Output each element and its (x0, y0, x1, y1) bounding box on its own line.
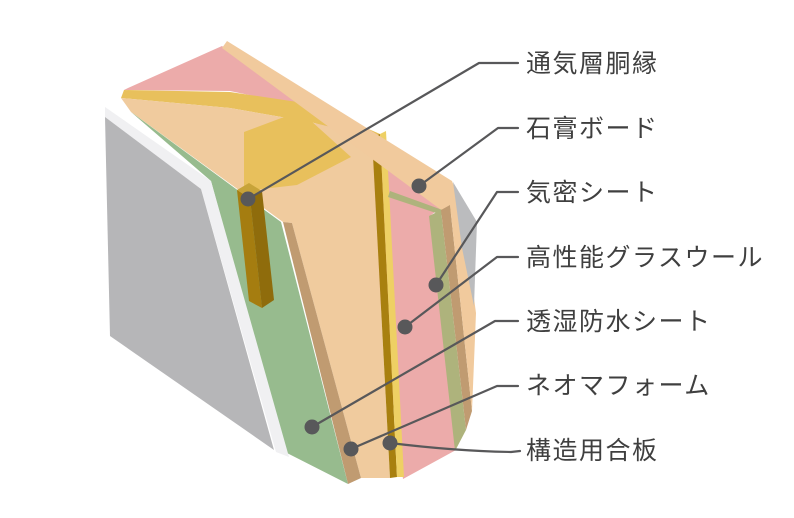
callout-dot-gypsum (411, 178, 427, 194)
callout-dot-waterproof (304, 419, 320, 435)
furring-batten-front (237, 190, 262, 308)
callout-dot-airtight (428, 277, 444, 293)
siding-panel-face (105, 117, 274, 450)
neoma-foam-face (121, 98, 390, 478)
callout-label-furring: 通気層胴縁 (526, 50, 659, 78)
callout-label-airtight: 気密シート (526, 179, 659, 207)
plywood-top-strip (121, 90, 380, 137)
callout-label-waterproof: 透湿防水シート (526, 308, 712, 336)
callout-label-neoma: ネオマフォーム (526, 372, 711, 400)
callout-label-plywood: 構造用合板 (526, 437, 659, 465)
airtight-sheet-top-sliver (388, 191, 448, 217)
furring-batten-side (250, 191, 274, 308)
waterproof-sheet-face (131, 112, 348, 484)
plywood-face-strip (380, 131, 404, 477)
stud-patch (244, 111, 351, 191)
gypsum-edge-band (441, 205, 472, 430)
leader-line-neoma (349, 384, 520, 451)
siding-panel-edge (105, 107, 289, 457)
callout-dot-neoma (343, 441, 359, 457)
leader-line-airtight (434, 190, 520, 287)
callout-label-gypsum: 石膏ボード (526, 115, 659, 143)
leader-line-waterproof (310, 319, 520, 429)
callout-dot-plywood (382, 435, 398, 451)
leader-line-glasswool (403, 255, 520, 329)
callout-dot-glasswool (397, 319, 413, 335)
gypsum-core-wedge (453, 182, 477, 306)
gypsum-face-column (450, 205, 476, 411)
neoma-foam-edge (283, 222, 361, 484)
plywood-edge-strip (372, 134, 397, 478)
leader-line-gypsum (417, 126, 520, 188)
callout-label-glasswool: 高性能グラスウール (526, 244, 764, 272)
gypsum-top-band (222, 41, 462, 215)
airtight-sheet-face (429, 210, 466, 451)
leader-line-plywood (388, 441, 522, 454)
leader-line-furring (246, 61, 520, 201)
callout-dot-furring (240, 191, 256, 207)
